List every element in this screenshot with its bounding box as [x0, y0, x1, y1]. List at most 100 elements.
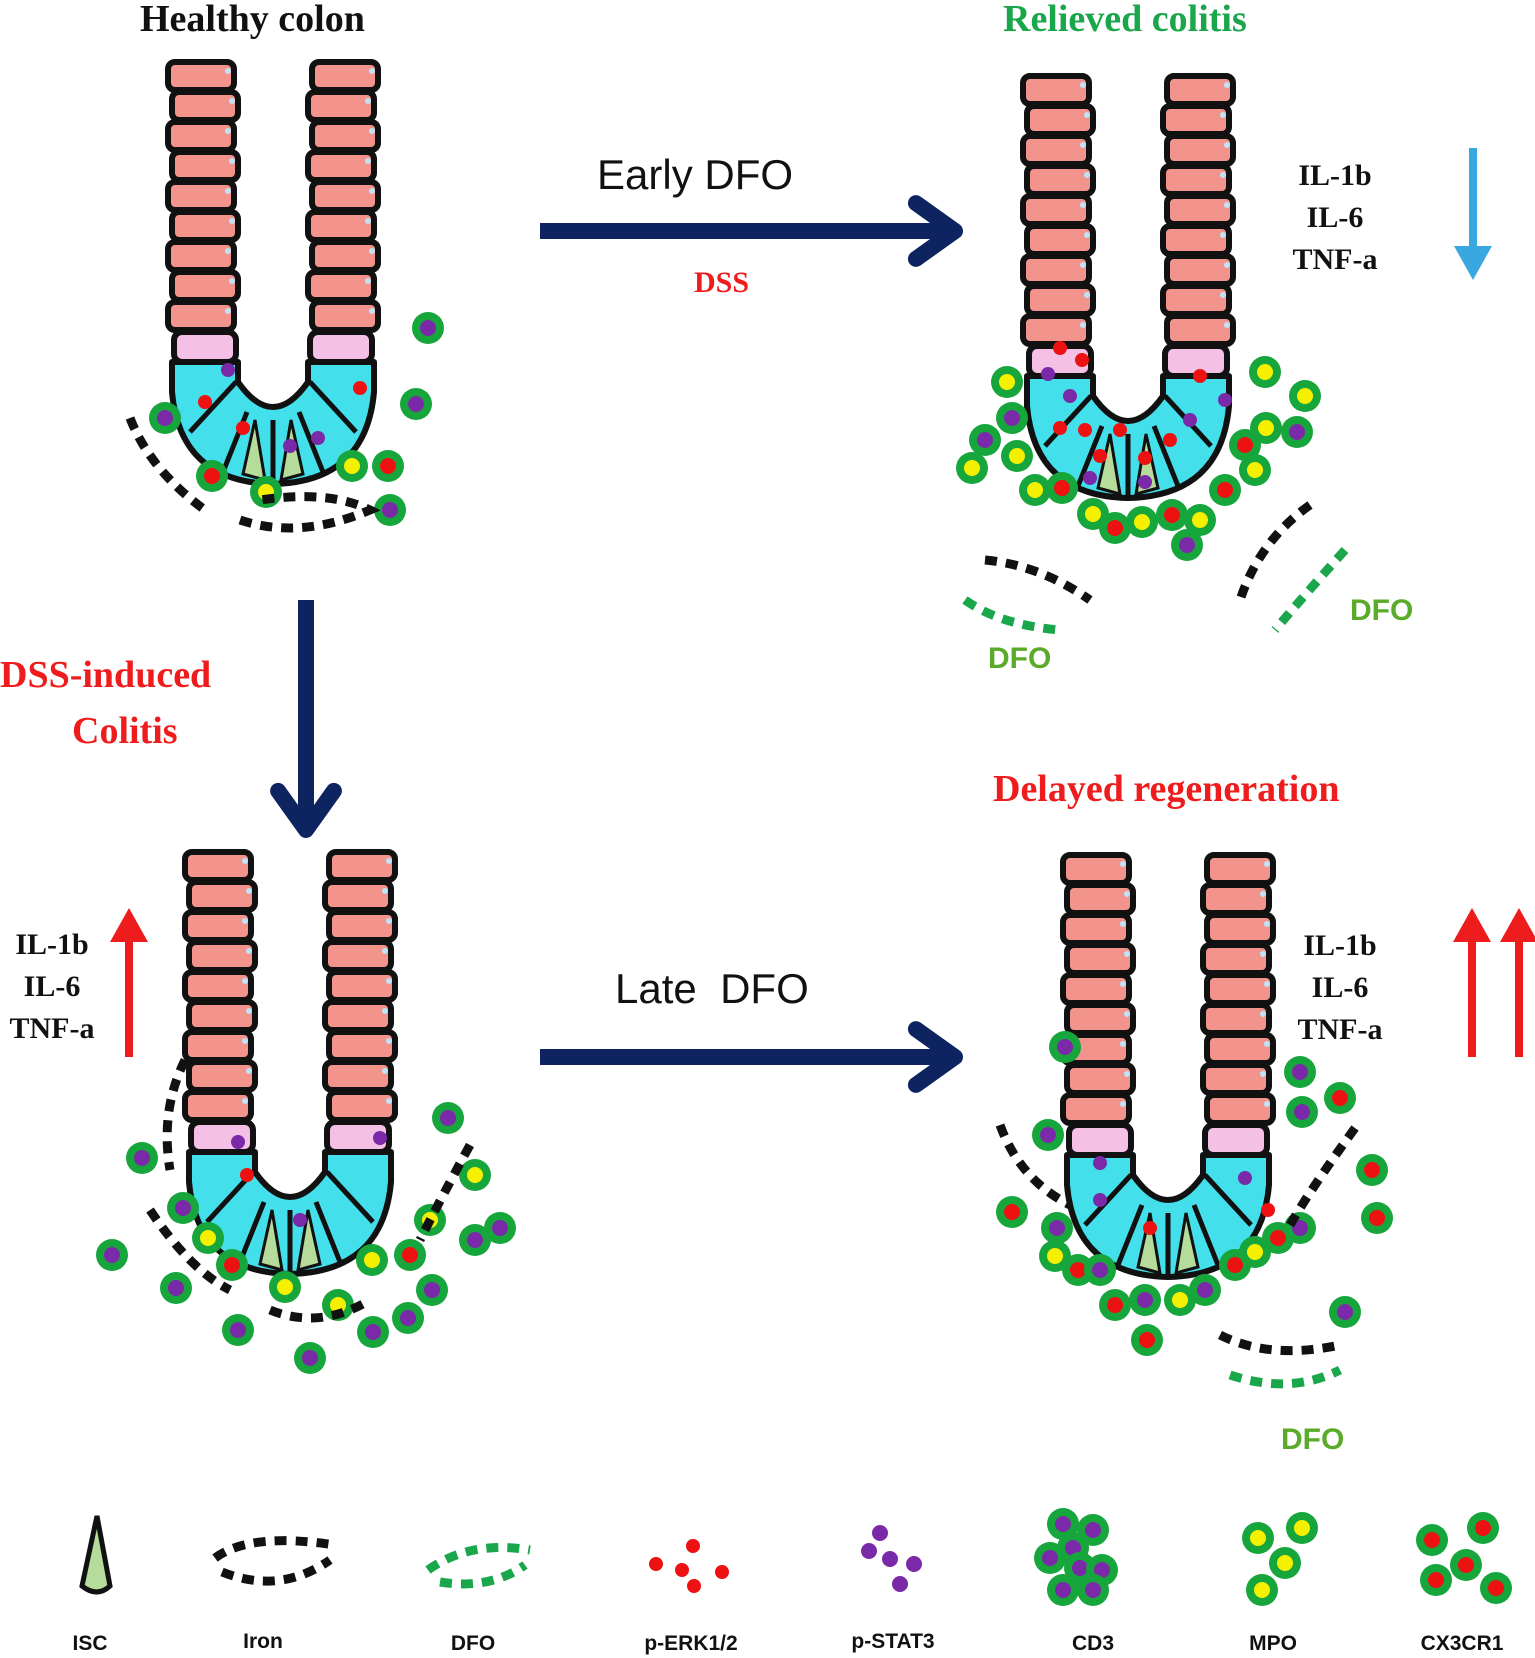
healthy-iron — [238, 492, 381, 533]
enterocyte — [1200, 882, 1272, 916]
isc-cell — [258, 1209, 284, 1273]
relieved-cytokine-2: IL-6 — [1306, 201, 1364, 234]
delayed-immune-cell-core — [1049, 1220, 1065, 1236]
nucleus — [369, 128, 375, 134]
enterocyte — [1164, 313, 1236, 347]
enterocyte — [305, 269, 377, 303]
legend-pstat3-dot — [906, 1556, 922, 1572]
enterocyte — [182, 969, 254, 1003]
healthy-marker — [198, 395, 212, 409]
relieved-down-arrow-head — [1454, 246, 1492, 280]
goblet-cell — [1066, 1122, 1134, 1158]
enterocyte — [1020, 313, 1092, 347]
enterocyte — [1200, 942, 1272, 976]
nucleus — [225, 308, 231, 314]
nucleus — [229, 278, 235, 284]
cell-divider — [1191, 1204, 1221, 1266]
isc-cell — [1174, 1212, 1200, 1276]
colitis-immune-cell-core — [467, 1167, 483, 1183]
healthy-marker — [311, 431, 325, 445]
nucleus — [242, 918, 248, 924]
delayed-immune-cell-core — [1139, 1332, 1155, 1348]
nucleus — [1260, 891, 1266, 897]
colitis-marker — [231, 1135, 245, 1149]
dss-colitis-title-line1: DSS-induced — [0, 654, 212, 696]
enterocyte — [1164, 193, 1236, 227]
enterocyte — [309, 239, 381, 273]
legend-pstat3-dot — [892, 1576, 908, 1592]
nucleus — [1084, 112, 1090, 118]
nucleus — [1124, 891, 1130, 897]
enterocyte — [309, 299, 381, 333]
relieved-marker — [1093, 449, 1107, 463]
enterocyte — [1064, 1062, 1136, 1096]
legend-cx3cr1-core — [1488, 1580, 1504, 1596]
legend-label-mpo: MPO — [1249, 1632, 1297, 1655]
nucleus — [246, 948, 252, 954]
healthy-immune-cell-core — [157, 410, 173, 426]
legend-cx3cr1-core — [1424, 1532, 1440, 1548]
nucleus — [386, 1038, 392, 1044]
legend-mpo-core — [1294, 1520, 1310, 1536]
enterocyte — [326, 849, 398, 883]
relieved-marker — [1218, 393, 1232, 407]
colitis-immune-cell-core — [364, 1252, 380, 1268]
delayed-immune-cell-core — [1270, 1230, 1286, 1246]
healthy-marker — [236, 421, 250, 435]
enterocyte — [1160, 223, 1232, 257]
delayed-iron — [1286, 1125, 1359, 1228]
colitis-immune-cell-core — [467, 1232, 483, 1248]
nucleus — [369, 188, 375, 194]
colitis-immune-cell-core — [104, 1247, 120, 1263]
enterocyte — [1060, 912, 1132, 946]
enterocyte — [1164, 133, 1236, 167]
relieved-immune-cell-core — [1054, 480, 1070, 496]
nucleus — [1120, 1101, 1126, 1107]
colitis-immune-cell-core — [277, 1279, 293, 1295]
nucleus — [225, 248, 231, 254]
nucleus — [1084, 292, 1090, 298]
relieved-marker — [1063, 389, 1077, 403]
enterocyte — [169, 149, 241, 183]
nucleus — [242, 978, 248, 984]
nucleus — [365, 98, 371, 104]
relieved-cytokine-1: IL-1b — [1298, 159, 1372, 192]
nucleus — [229, 218, 235, 224]
goblet-cell — [307, 329, 375, 365]
enterocyte — [1164, 73, 1236, 107]
colitis-immune-cell-core — [175, 1200, 191, 1216]
nucleus — [1224, 322, 1230, 328]
enterocyte — [1020, 253, 1092, 287]
nucleus — [1260, 1071, 1266, 1077]
nucleus — [1260, 951, 1266, 957]
enterocyte — [322, 1059, 394, 1093]
colitis-iron — [146, 1207, 233, 1295]
isc-cell — [241, 419, 267, 483]
healthy-iron — [125, 416, 208, 514]
nucleus — [386, 918, 392, 924]
enterocyte — [1164, 253, 1236, 287]
relieved-immune-cell-core — [1107, 520, 1123, 536]
healthy-colon-title: Healthy colon — [140, 0, 365, 40]
enterocyte — [1060, 972, 1132, 1006]
enterocyte — [1200, 1062, 1272, 1096]
colitis-marker — [240, 1168, 254, 1182]
delayed-immune-cell-core — [1332, 1090, 1348, 1106]
legend-perk-dot — [686, 1539, 700, 1553]
delayed-immune-cell-core — [1292, 1064, 1308, 1080]
colitis-immune-cell-core — [134, 1150, 150, 1166]
enterocyte — [1204, 972, 1276, 1006]
colitis-cytokines: IL-1b IL-6 TNF-a — [2, 924, 102, 1050]
relieved-immune-cell-core — [964, 460, 980, 476]
isc-cell — [296, 1209, 322, 1273]
delayed-immune-cell-core — [1294, 1104, 1310, 1120]
nucleus — [386, 858, 392, 864]
relieved-immune-cell-core — [1257, 364, 1273, 380]
early-dfo-label: Early DFO — [597, 151, 794, 198]
relieved-marker — [1138, 475, 1152, 489]
delayed-immune-cell-core — [1092, 1262, 1108, 1278]
legend-cx3cr1-core — [1458, 1557, 1474, 1573]
enterocyte — [1204, 1032, 1276, 1066]
delayed-regeneration-title: Delayed regeneration — [993, 768, 1340, 810]
colitis-immune-cell-core — [224, 1257, 240, 1273]
